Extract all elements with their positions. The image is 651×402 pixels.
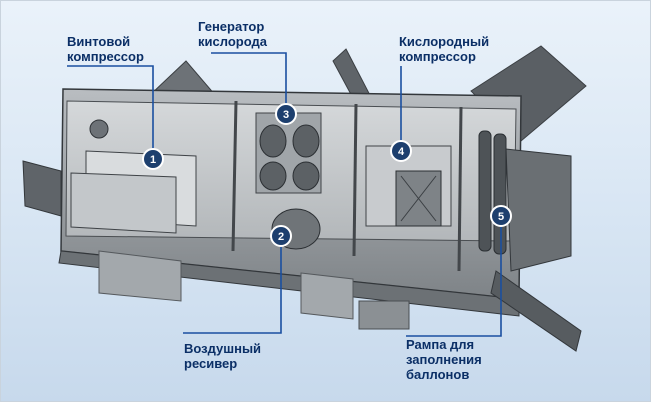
label-air-receiver: Воздушный ресивер [184, 341, 262, 371]
oxygen-compressor-unit [365, 145, 452, 227]
marker-3-number: 3 [283, 109, 289, 121]
marker-1-number: 1 [150, 154, 156, 166]
bottom-right-ramp [490, 270, 582, 352]
marker-5-number: 5 [498, 211, 504, 223]
label-oxygen-compressor: Кислородный компрессор [399, 34, 490, 64]
label-screw-compressor: Винтовой компрессор [67, 34, 144, 64]
marker-4: 4 [390, 140, 412, 162]
left-door [22, 160, 62, 217]
marker-1: 1 [142, 148, 164, 170]
marker-2-number: 2 [278, 231, 284, 243]
leader-lines [67, 52, 502, 337]
label-filling-ramp: Рампа для заполнения баллонов [406, 337, 482, 382]
marker-5: 5 [490, 205, 512, 227]
oxygen-generator-unit [255, 112, 322, 250]
marker-2: 2 [270, 225, 292, 247]
label-oxygen-generator: Генератор кислорода [198, 19, 267, 49]
marker-3: 3 [275, 103, 297, 125]
right-door [505, 148, 572, 272]
screw-compressor-unit [70, 119, 197, 234]
marker-4-number: 4 [398, 146, 405, 158]
gas-cylinders [478, 130, 507, 255]
